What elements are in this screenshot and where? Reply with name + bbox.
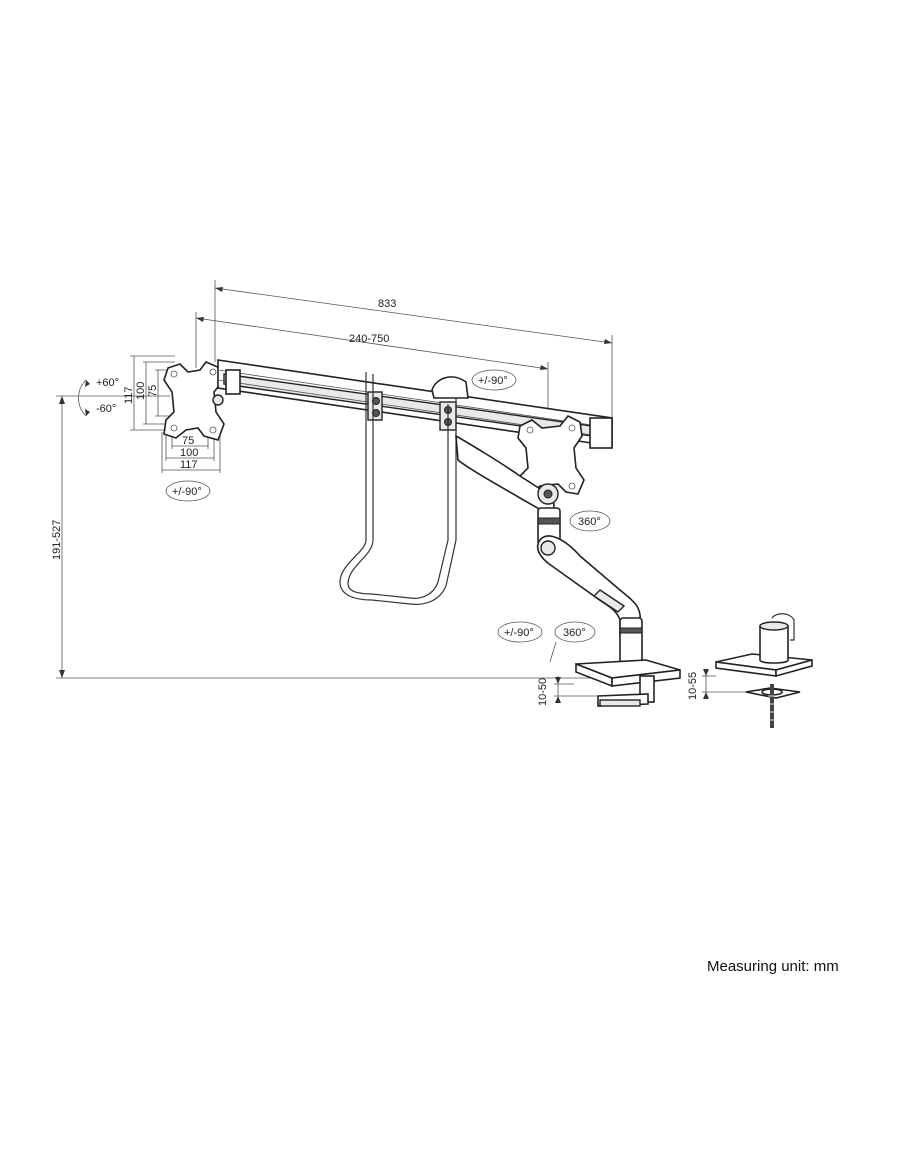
dim-clamp-label: 10-50 (537, 678, 549, 706)
swivel-upper-label: 360° (578, 516, 601, 528)
vesa-w-100-label: 100 (180, 447, 198, 459)
vesa-h-117-label: 117 (123, 386, 135, 404)
tilt-indicator: +60° -60° (78, 377, 119, 417)
dim-height: 191-527 (51, 395, 640, 679)
upper-arm (455, 434, 559, 515)
rotate-left-indicator: +/-90° (165, 480, 211, 502)
carry-handle (339, 372, 457, 605)
tilt-down-label: -60° (96, 403, 116, 415)
swivel-upper-indicator: 360° (569, 510, 611, 532)
separator-slash (549, 641, 557, 663)
rotate-bar-label: +/-90° (478, 375, 508, 387)
grommet-mount (715, 613, 813, 728)
dim-833: 833 (214, 280, 613, 420)
dim-240-750: 240-750 (195, 312, 549, 410)
swivel-base-label: 360° (563, 627, 586, 639)
left-vesa-plate (163, 361, 225, 441)
dim-240-750-label: 240-750 (349, 333, 389, 345)
tilt-up-label: +60° (96, 377, 119, 389)
dim-clamp: 10-50 (537, 676, 598, 706)
dim-833-label: 833 (378, 298, 396, 310)
dim-grommet-label: 10-55 (687, 672, 699, 700)
swivel-base-indicator: 360° (554, 621, 596, 643)
rotate-bar-indicator: +/-90° (471, 369, 517, 391)
vesa-h-100-label: 100 (135, 382, 147, 400)
rotate-base-indicator: +/-90° (497, 621, 543, 643)
dim-height-label: 191-527 (51, 520, 63, 560)
measuring-unit-note: Measuring unit: mm (707, 958, 839, 975)
vesa-horizontal-dims: 75 100 117 (161, 432, 221, 473)
base-column (575, 617, 681, 707)
rotate-base-label: +/-90° (504, 627, 534, 639)
vesa-h-75-label: 75 (147, 385, 159, 397)
dim-grommet: 10-55 (687, 669, 746, 700)
crossbar (217, 359, 613, 449)
bar-center-mount (431, 376, 469, 399)
rotate-left-label: +/-90° (172, 486, 202, 498)
vesa-w-117-label: 117 (180, 459, 198, 471)
vesa-w-75-label: 75 (182, 435, 194, 447)
